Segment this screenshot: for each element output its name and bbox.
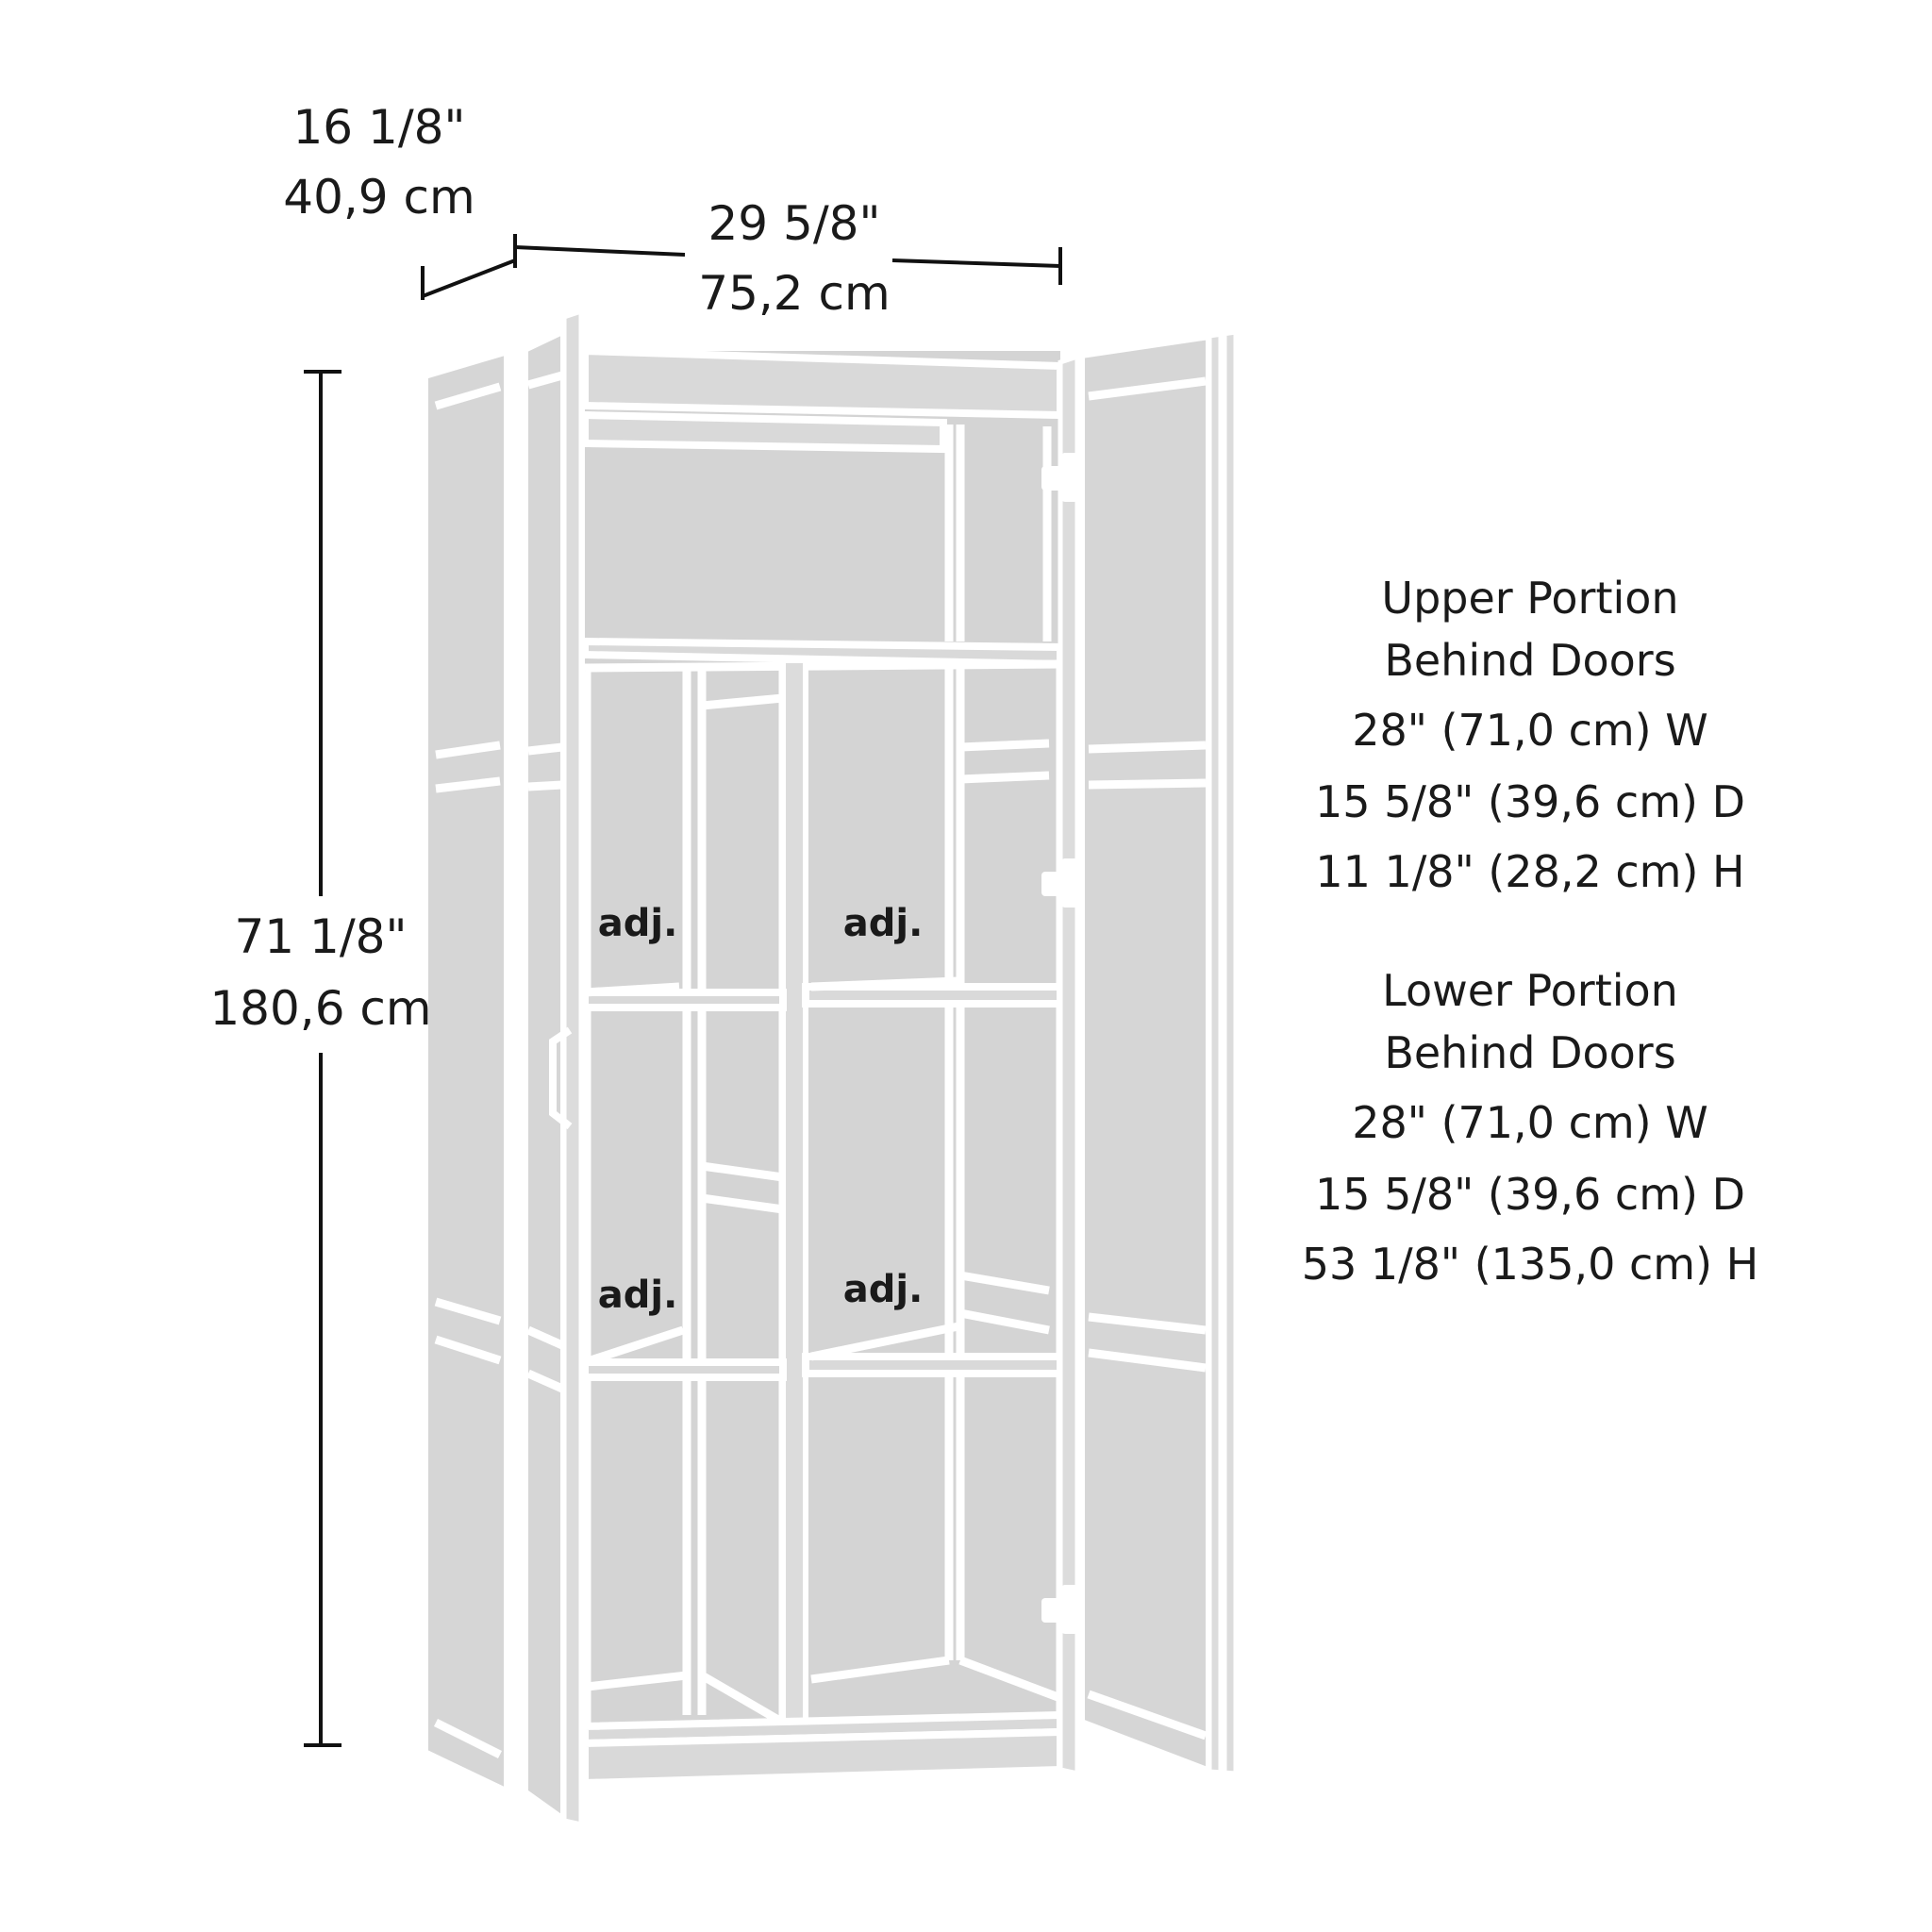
height-cm: 180,6 cm [209, 981, 431, 1036]
upper-compartment-top [581, 410, 947, 454]
upper-title-line2: Behind Doors [1384, 635, 1675, 686]
hinge-middle [1041, 858, 1079, 908]
width-dimension-line-left [514, 245, 686, 257]
toe-kick [581, 1727, 1064, 1788]
lower-title-line2: Behind Doors [1384, 1027, 1675, 1078]
door-handle [549, 1026, 573, 1130]
depth-inches: 16 1/8" [293, 100, 466, 155]
adj-shelf-upper-left [581, 989, 787, 1011]
cabinet-interior [585, 351, 1060, 1766]
left-door [521, 324, 568, 1828]
right-door [1077, 331, 1213, 1777]
dimension-lines [304, 234, 1062, 1747]
upper-height: 11 1/8" (28,2 cm) H [1315, 846, 1744, 897]
cabinet-illustration [421, 308, 1239, 1828]
left-door-edge [561, 308, 584, 1828]
adj-label-lower-left: adj. [598, 1274, 678, 1317]
hinge-bottom [1041, 1585, 1079, 1634]
upper-depth: 15 5/8" (39,6 cm) D [1315, 776, 1745, 827]
lower-height: 53 1/8" (135,0 cm) H [1302, 1239, 1758, 1290]
width-dimension-line-right [891, 258, 1061, 268]
adj-label-upper-right: adj. [843, 902, 924, 945]
top-rail [581, 346, 1064, 420]
adj-shelf-lower-right [802, 1353, 1064, 1377]
lower-width: 28" (71,0 cm) W [1352, 1097, 1707, 1148]
lower-depth: 15 5/8" (39,6 cm) D [1315, 1169, 1745, 1220]
adj-label-lower-right: adj. [843, 1268, 924, 1311]
width-cm: 75,2 cm [698, 266, 890, 321]
lower-portion-specs: Lower Portion Behind Doors 28" (71,0 cm)… [1302, 965, 1758, 1290]
adj-label-upper-left: adj. [598, 902, 678, 945]
lower-title-line1: Lower Portion [1382, 965, 1678, 1016]
upper-portion-specs: Upper Portion Behind Doors 28" (71,0 cm)… [1315, 573, 1745, 897]
right-side-edge [1058, 353, 1080, 1777]
height-inches: 71 1/8" [235, 909, 408, 964]
upper-title-line1: Upper Portion [1381, 573, 1678, 624]
cabinet-left-side [421, 345, 511, 1799]
depth-cm: 40,9 cm [283, 170, 475, 225]
adj-shelf-lower-left [581, 1358, 787, 1381]
hinge-top [1041, 453, 1079, 502]
width-inches: 29 5/8" [708, 196, 881, 251]
depth-dimension-line [422, 258, 516, 298]
upper-width: 28" (71,0 cm) W [1352, 705, 1707, 756]
center-partition [780, 658, 808, 1740]
